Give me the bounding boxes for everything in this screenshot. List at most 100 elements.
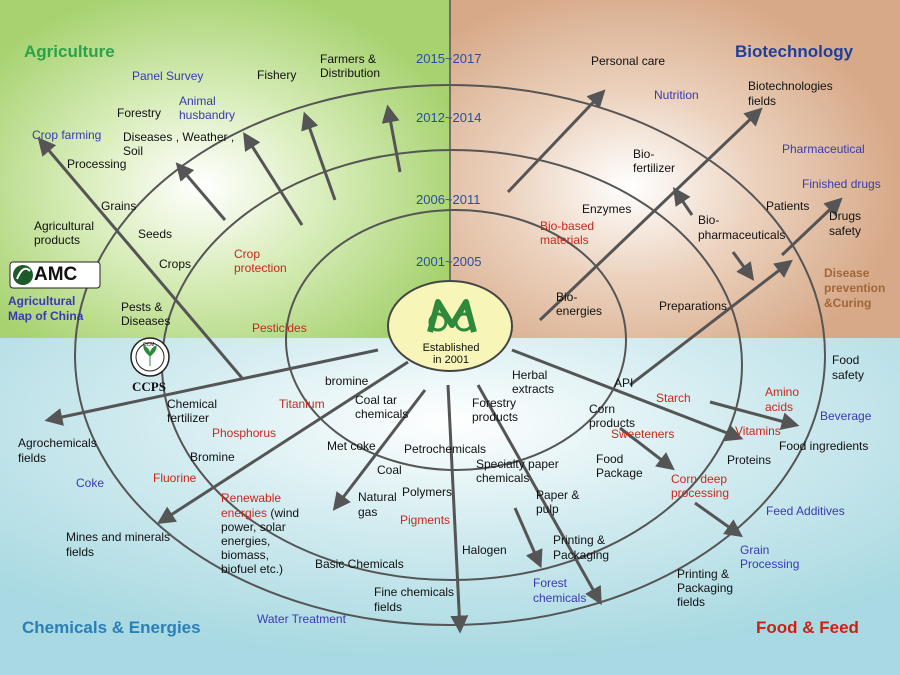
label: Phosphorus [212, 426, 277, 440]
label: Basic Chemicals [315, 557, 404, 571]
label: fields [66, 545, 95, 559]
label: Coal tar [355, 393, 398, 407]
label: Mines and minerals [66, 530, 171, 544]
label: acids [765, 400, 794, 414]
label: Proteins [727, 453, 772, 467]
arrow [37, 137, 244, 379]
label: Animal [179, 94, 216, 108]
label: pharmaceuticals [698, 228, 786, 242]
label: API [614, 376, 634, 390]
arrow [381, 104, 402, 173]
label: energies, [221, 534, 271, 548]
center-text: Established in 2001 [411, 342, 491, 366]
label: Petrochemicals [404, 442, 487, 456]
label: energies (wind [221, 506, 299, 520]
label: Preparations [659, 299, 728, 313]
label: biomass, [221, 548, 270, 562]
label: Beverage [820, 409, 872, 423]
sector-title-biotechnology: Biotechnology [735, 42, 854, 61]
label: Titanium [279, 397, 325, 411]
label: Coke [76, 476, 105, 490]
label: Personal care [591, 54, 666, 68]
biotechnology-quadrant [450, 0, 900, 338]
label: chemicals [533, 591, 587, 605]
label: fields [18, 451, 47, 465]
arrow [332, 389, 427, 511]
arrow [511, 348, 744, 442]
label-fragment: energies [221, 506, 268, 520]
label: Vitamins [735, 424, 781, 438]
year-label: 2015~2017 [416, 51, 482, 66]
arrow [780, 197, 843, 257]
amc-logo [9, 261, 101, 289]
cm-logo-icon [427, 299, 477, 333]
label: Agricultural [34, 219, 95, 233]
label: Specialty paper [476, 457, 559, 471]
label: Polymers [402, 485, 453, 499]
label: Disease [824, 266, 870, 280]
label: Soil [123, 144, 144, 158]
label: Bio-based [540, 219, 595, 233]
sector-title-chemicals: Chemicals & Energies [22, 618, 201, 637]
label: Bio- [556, 290, 578, 304]
label: Forest [533, 576, 568, 590]
label: processing [671, 486, 730, 500]
year-label: 2006~2011 [416, 192, 481, 207]
sector-title-food: Food & Feed [756, 618, 859, 637]
label: Food ingredients [779, 439, 869, 453]
label: materials [540, 233, 589, 247]
label: Met coke [327, 439, 376, 453]
year-label: 2012~2014 [416, 110, 482, 125]
label: Panel Survey [132, 69, 204, 83]
label: Pharmaceutical [782, 142, 865, 156]
label: Biotechnologies [748, 79, 833, 93]
label: prevention [824, 281, 886, 295]
label: biofuel etc.) [221, 562, 284, 576]
label: safety [832, 368, 865, 382]
label: Forestry [117, 106, 162, 120]
label: Pests & [121, 300, 163, 314]
label: Packaging [677, 581, 734, 595]
label: Grains [101, 199, 137, 213]
label: Bio- [698, 213, 720, 227]
label: Food [832, 353, 860, 367]
label: pulp [536, 502, 559, 516]
arrow [301, 111, 337, 201]
label: Paper & [536, 488, 580, 502]
label: Packaging [553, 548, 610, 562]
label: Processing [740, 557, 800, 571]
arrow [629, 259, 793, 387]
amc-logo-text: AMC [34, 264, 78, 285]
label: Processing [67, 157, 127, 171]
label: Agrochemicals [18, 436, 97, 450]
label: Enzymes [582, 202, 632, 216]
label: Fine chemicals [374, 585, 455, 599]
label: power, solar [221, 520, 286, 534]
label: Herbal [512, 368, 548, 382]
label: Crops [159, 257, 192, 271]
label: Chemical [167, 397, 218, 411]
ccps-logo [130, 337, 170, 377]
label: Renewable [221, 491, 282, 505]
label: Crop farming [32, 128, 102, 142]
label: Printing & [677, 567, 730, 581]
label: safety [829, 224, 862, 238]
label: Diseases , Weather , [123, 130, 235, 144]
arrow [175, 162, 227, 221]
label: Pesticides [252, 321, 307, 335]
arrow [243, 131, 304, 226]
label: Corn deep [671, 472, 728, 486]
label: protection [234, 261, 287, 275]
arrow [506, 89, 606, 194]
arrow [731, 251, 755, 281]
sector-title-agriculture: Agriculture [24, 42, 115, 61]
year-label: 2001~2005 [416, 254, 482, 269]
ccps-logo-text: CCPS [132, 379, 166, 394]
label: Feed Additives [766, 504, 845, 518]
label: chemicals [355, 407, 409, 421]
label: fertilizer [633, 161, 676, 175]
label: Coal [377, 463, 402, 477]
amc-caption: Map of China [8, 309, 84, 323]
label: chemicals [476, 471, 530, 485]
